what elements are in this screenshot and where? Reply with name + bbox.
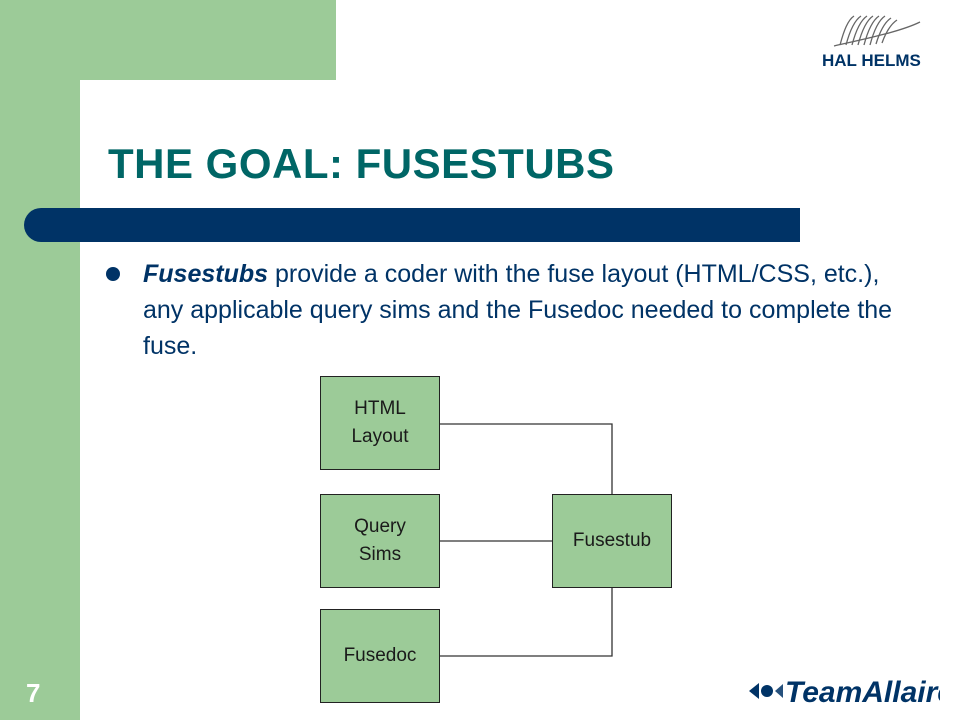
team-allaire-logo-team: Team [785,676,862,709]
hal-helms-logo: HAL HELMS [822,15,921,70]
team-allaire-logo-text: TeamAllaire [785,676,940,709]
fusestub-box: Fusestub [552,494,672,588]
fusedoc-box: Fusedoc [320,609,440,703]
allaire-mark-icon [749,683,783,699]
html-layout-box: HTML Layout [320,376,440,470]
hal-helms-logo-text: HAL HELMS [822,51,921,70]
slide-title: THE GOAL: FUSESTUBS [108,140,615,187]
page-number: 7 [26,678,41,708]
bullet-body: provide a coder with the fuse layout (HT… [143,260,893,360]
team-allaire-logo: TeamAllaire [749,676,940,709]
left-green-strip [0,0,80,720]
team-allaire-logo-allaire: Allaire [861,676,940,709]
bullet-dot [106,267,120,281]
bullet-emphasis: Fusestubs [143,260,269,288]
bullet-text: Fusestubs provide a coder with the fuse … [143,256,923,364]
top-green-block [80,0,336,80]
title-underline-bar [24,208,800,242]
query-sims-box: Query Sims [320,494,440,588]
